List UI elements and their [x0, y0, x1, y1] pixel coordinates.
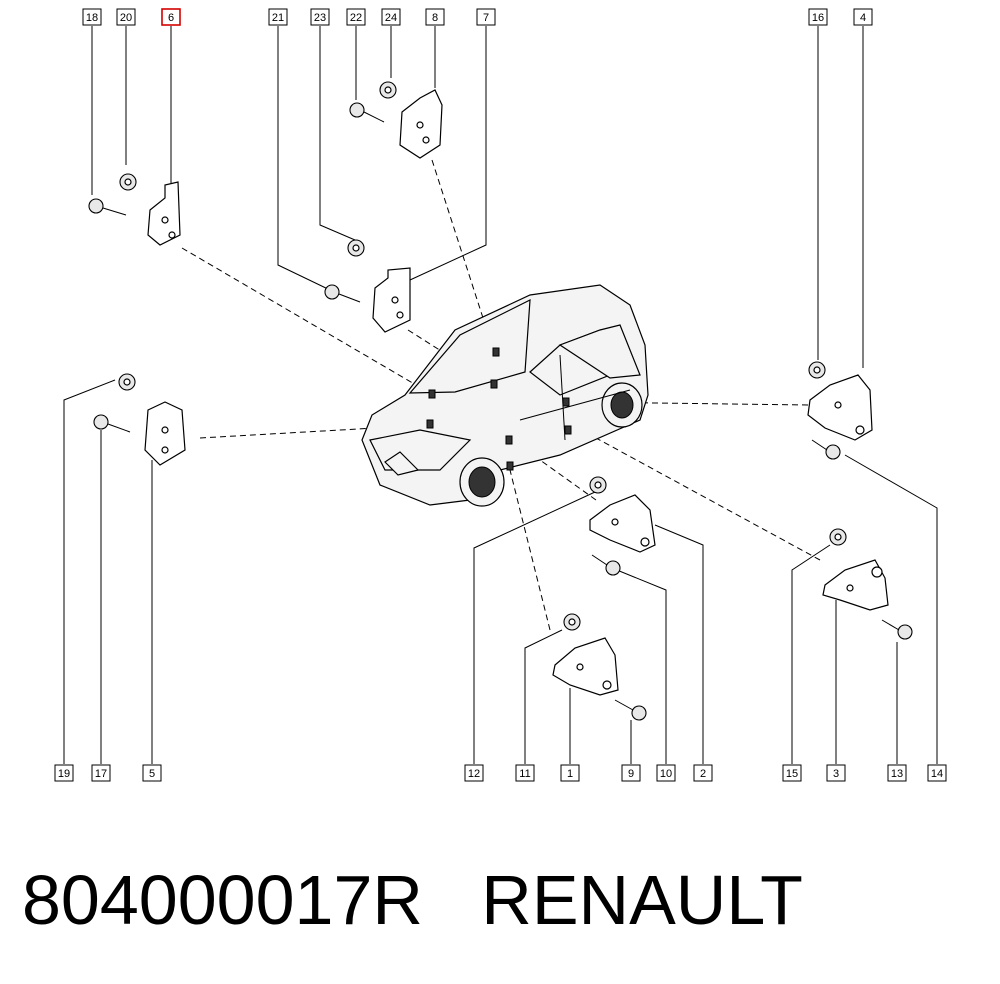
callout-5: 5 — [142, 764, 162, 782]
callout-label: 21 — [272, 12, 284, 24]
bolt-10 — [591, 554, 621, 576]
bolt-17 — [93, 414, 131, 433]
callout-label: 5 — [149, 768, 155, 780]
part-number: 804000017R — [22, 861, 423, 939]
callout-label: 13 — [891, 768, 903, 780]
bolt-22 — [349, 102, 385, 123]
hinge-3 — [822, 559, 889, 611]
brand-name: RENAULT — [481, 861, 803, 939]
bolt-21 — [324, 284, 361, 303]
callout-label: 9 — [628, 768, 634, 780]
callout-label: 19 — [58, 768, 70, 780]
nut-12 — [589, 476, 607, 494]
callout-9: 9 — [621, 764, 641, 782]
hinge-1 — [552, 637, 619, 696]
callout-label: 14 — [931, 768, 943, 780]
nut-11 — [563, 613, 581, 631]
callout-label: 12 — [468, 768, 480, 780]
callout-16: 16 — [808, 8, 828, 26]
callout-17: 17 — [91, 764, 111, 782]
callout-20: 20 — [116, 8, 136, 26]
nut-16 — [808, 361, 826, 379]
caption: 804000017R RENAULT — [22, 858, 803, 942]
callout-label: 10 — [660, 768, 672, 780]
hinge-6 — [147, 181, 181, 246]
callout-label: 8 — [432, 12, 438, 24]
callout-label: 15 — [786, 768, 798, 780]
callout-label: 16 — [812, 12, 824, 24]
callout-18: 18 — [82, 8, 102, 26]
callout-label: 3 — [833, 768, 839, 780]
bolt-18 — [88, 198, 127, 216]
callout-11: 11 — [515, 764, 535, 782]
callout-label: 23 — [314, 12, 326, 24]
car-illustration — [361, 284, 649, 507]
callout-6: 6 — [161, 8, 181, 26]
callout-8: 8 — [425, 8, 445, 26]
bolt-13 — [881, 619, 913, 640]
callout-label: 1 — [567, 768, 573, 780]
hinge-2 — [589, 494, 656, 553]
bolt-9 — [614, 699, 647, 721]
nut-23 — [347, 239, 365, 257]
callout-7: 7 — [476, 8, 496, 26]
hinge-5 — [144, 401, 186, 466]
callout-label: 18 — [86, 12, 98, 24]
callout-label: 2 — [700, 768, 706, 780]
callout-label: 22 — [350, 12, 362, 24]
callout-label: 4 — [860, 12, 866, 24]
hinge-7 — [372, 267, 411, 333]
callout-label: 24 — [385, 12, 397, 24]
hinge-4 — [807, 374, 873, 441]
callout-19: 19 — [54, 764, 74, 782]
callout-4: 4 — [853, 8, 873, 26]
callout-23: 23 — [310, 8, 330, 26]
callout-22: 22 — [346, 8, 366, 26]
callout-3: 3 — [826, 764, 846, 782]
callout-14: 14 — [927, 764, 947, 782]
hinge-8 — [399, 89, 443, 159]
callout-label: 17 — [95, 768, 107, 780]
callout-15: 15 — [782, 764, 802, 782]
nut-15 — [829, 528, 847, 546]
callout-12: 12 — [464, 764, 484, 782]
callout-10: 10 — [656, 764, 676, 782]
callout-label: 6 — [168, 12, 174, 24]
leader-lines — [63, 26, 938, 764]
nut-24 — [379, 81, 397, 99]
callout-label: 20 — [120, 12, 132, 24]
callout-2: 2 — [693, 764, 713, 782]
hinge-parts — [88, 81, 913, 721]
callout-21: 21 — [268, 8, 288, 26]
nut-19 — [118, 373, 136, 391]
callout-13: 13 — [887, 764, 907, 782]
callout-label: 11 — [519, 768, 530, 780]
callout-24: 24 — [381, 8, 401, 26]
nut-20 — [119, 173, 137, 191]
callout-1: 1 — [560, 764, 580, 782]
callout-label: 7 — [483, 12, 489, 24]
bolt-14 — [811, 439, 841, 460]
